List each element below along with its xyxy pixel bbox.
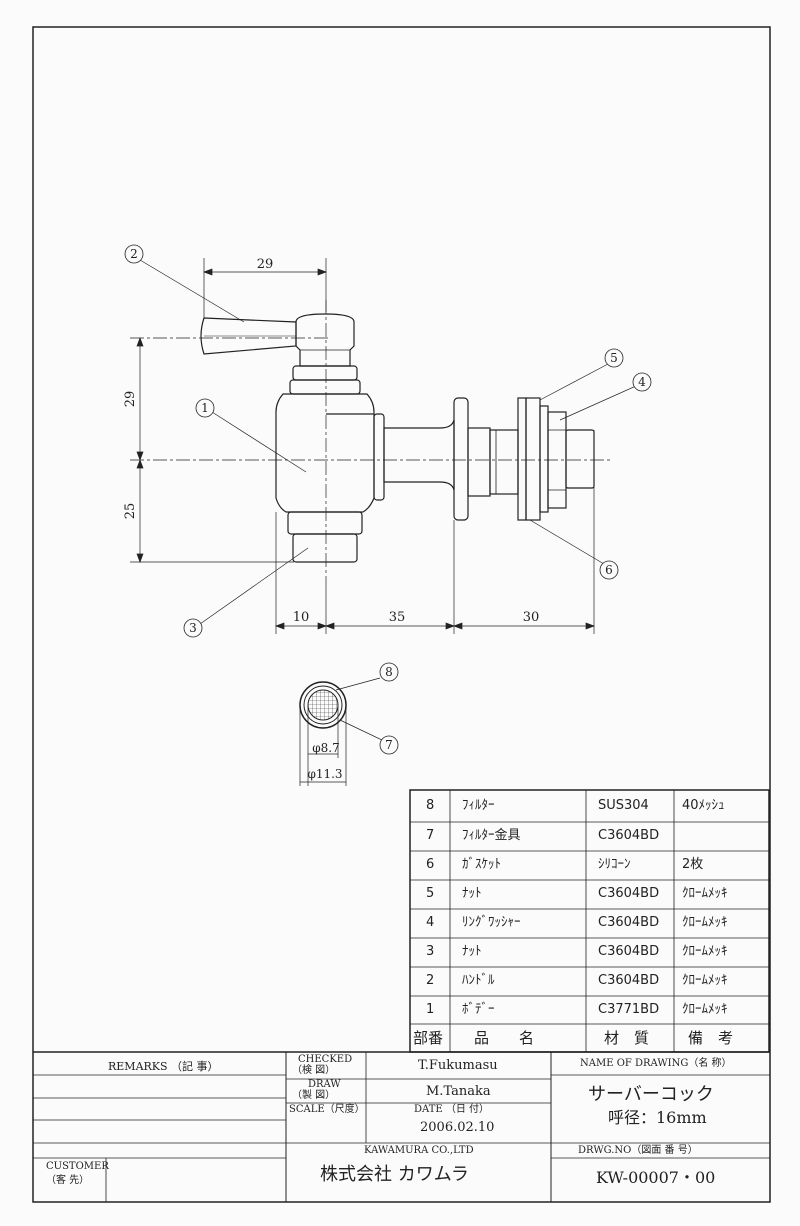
part-row-6-remarks: 2枚 (682, 857, 704, 872)
gasket (517, 397, 527, 521)
spout-tube (383, 419, 455, 491)
company-name-en: KAWAMURA CO.,LTD (364, 1145, 474, 1156)
checked-label: CHECKED (298, 1054, 353, 1065)
outer-gasket (539, 405, 549, 513)
dim-bottom-right: 30 (523, 610, 540, 625)
part-row-1-remarks: ｸﾛｰﾑﾒｯｷ (682, 1002, 728, 1017)
part-row-7-no: 7 (426, 828, 435, 843)
customer-label: CUSTOMER (46, 1161, 109, 1172)
part-row-1-name: ﾎﾞﾃﾞｰ (462, 1002, 495, 1017)
part-row-6-material: ｼﾘｺｰﾝ (598, 857, 631, 872)
balloon-7: 7 (385, 738, 393, 752)
part-row-2-no: 2 (426, 973, 435, 988)
part-row-2-remarks: ｸﾛｰﾑﾒｯｷ (682, 973, 728, 988)
part-row-5-name: ﾅｯﾄ (462, 886, 482, 901)
dim-top-width: 29 (257, 257, 274, 272)
part-row-7-name: ﾌｨﾙﾀｰ金具 (462, 828, 521, 843)
checked-label-jp: （検 図） (292, 1065, 336, 1076)
part-row-2-material: C3604BD (598, 973, 660, 988)
dim-bottom-left: 10 (293, 610, 310, 625)
parts-header-name: 品 名 (474, 1029, 535, 1047)
part-row-4-remarks: ｸﾛｰﾑﾒｯｷ (682, 915, 728, 930)
part-row-8-material: SUS304 (598, 798, 649, 813)
part-row-3-no: 3 (426, 944, 435, 959)
valve-body (275, 393, 375, 513)
parts-header-remarks: 備 考 (688, 1029, 734, 1047)
lower-nut (287, 511, 363, 535)
part-row-2-name: ﾊﾝﾄﾞﾙ (462, 973, 495, 988)
drawing-number-label: DRWG.NO（図面 番 号） (578, 1145, 698, 1156)
part-row-6-no: 6 (426, 857, 435, 872)
remarks-label: REMARKS （記 事） (108, 1060, 219, 1073)
filter-detail: φ8.7 φ11.3 (299, 681, 347, 786)
parts-header-no: 部番 (413, 1029, 444, 1047)
balloon-5: 5 (610, 351, 618, 365)
part-row-5-material: C3604BD (598, 886, 660, 901)
ring-washer (525, 397, 541, 521)
handle-lever (200, 317, 297, 355)
balloon-6: 6 (605, 563, 613, 577)
checked-by: T.Fukumasu (418, 1058, 498, 1073)
part-row-4-material: C3604BD (598, 915, 660, 930)
lower-thread (292, 533, 358, 563)
part-row-5-remarks: ｸﾛｰﾑﾒｯｷ (682, 886, 728, 901)
dim-lower-height: 25 (123, 503, 138, 520)
balloon-1: 1 (201, 401, 209, 415)
drawing-name: サーバーコック (588, 1084, 714, 1105)
part-row-1-material: C3771BD (598, 1002, 660, 1017)
balloon-8: 8 (385, 665, 393, 679)
part-row-8-remarks: 40ﾒｯｼｭ (682, 798, 725, 813)
date-label: DATE （日 付） (414, 1104, 490, 1115)
customer-label-jp: （客 先） (46, 1175, 90, 1186)
flange (453, 397, 469, 521)
parts-header-material: 材 質 (604, 1029, 650, 1047)
part-row-5-no: 5 (426, 886, 435, 901)
part-row-4-name: ﾘﾝｸﾞﾜｯｼｬｰ (462, 915, 521, 930)
dim-filter-inner: φ8.7 (312, 741, 340, 755)
company-name-jp: 株式会社 カワムラ (320, 1164, 469, 1185)
drawing-date: 2006.02.10 (420, 1120, 495, 1135)
dimension-lines (130, 258, 595, 634)
part-row-6-name: ｶﾞｽｹｯﾄ (462, 857, 501, 872)
filter-mesh (307, 689, 339, 721)
draw-label: DRAW (308, 1079, 341, 1090)
balloon-3: 3 (189, 621, 197, 635)
handle-stem (295, 313, 355, 367)
part-row-3-material: C3604BD (598, 944, 660, 959)
dim-upper-height: 29 (123, 391, 138, 408)
part-row-1-no: 1 (426, 1002, 435, 1017)
drawing-name-label: NAME OF DRAWING（名 称） (580, 1058, 732, 1069)
drawing-subtitle: 呼径：16mm (608, 1108, 707, 1127)
title-block-grid (33, 1051, 770, 1202)
assembly-view (130, 258, 637, 741)
part-row-7-material: C3604BD (598, 828, 660, 843)
draw-label-jp: （製 図） (292, 1090, 336, 1101)
dim-bottom-mid: 35 (389, 610, 406, 625)
dim-filter-outer: φ11.3 (307, 767, 342, 781)
part-row-3-name: ﾅｯﾄ (462, 944, 482, 959)
balloon-4: 4 (638, 375, 646, 389)
sheet-border (32, 26, 771, 1203)
part-row-8-no: 8 (426, 798, 435, 813)
drawing-number: KW-00007・00 (596, 1168, 716, 1187)
drawn-by: M.Tanaka (426, 1084, 491, 1099)
leader-lines (139, 259, 637, 741)
part-row-3-remarks: ｸﾛｰﾑﾒｯｷ (682, 944, 728, 959)
part-row-8-name: ﾌｨﾙﾀｰ (462, 798, 495, 813)
balloons: 2 1 3 5 4 6 8 7 (124, 244, 652, 755)
part-row-4-no: 4 (426, 915, 435, 930)
scale-label: SCALE（尺度） (289, 1104, 365, 1115)
balloon-2: 2 (130, 247, 138, 261)
